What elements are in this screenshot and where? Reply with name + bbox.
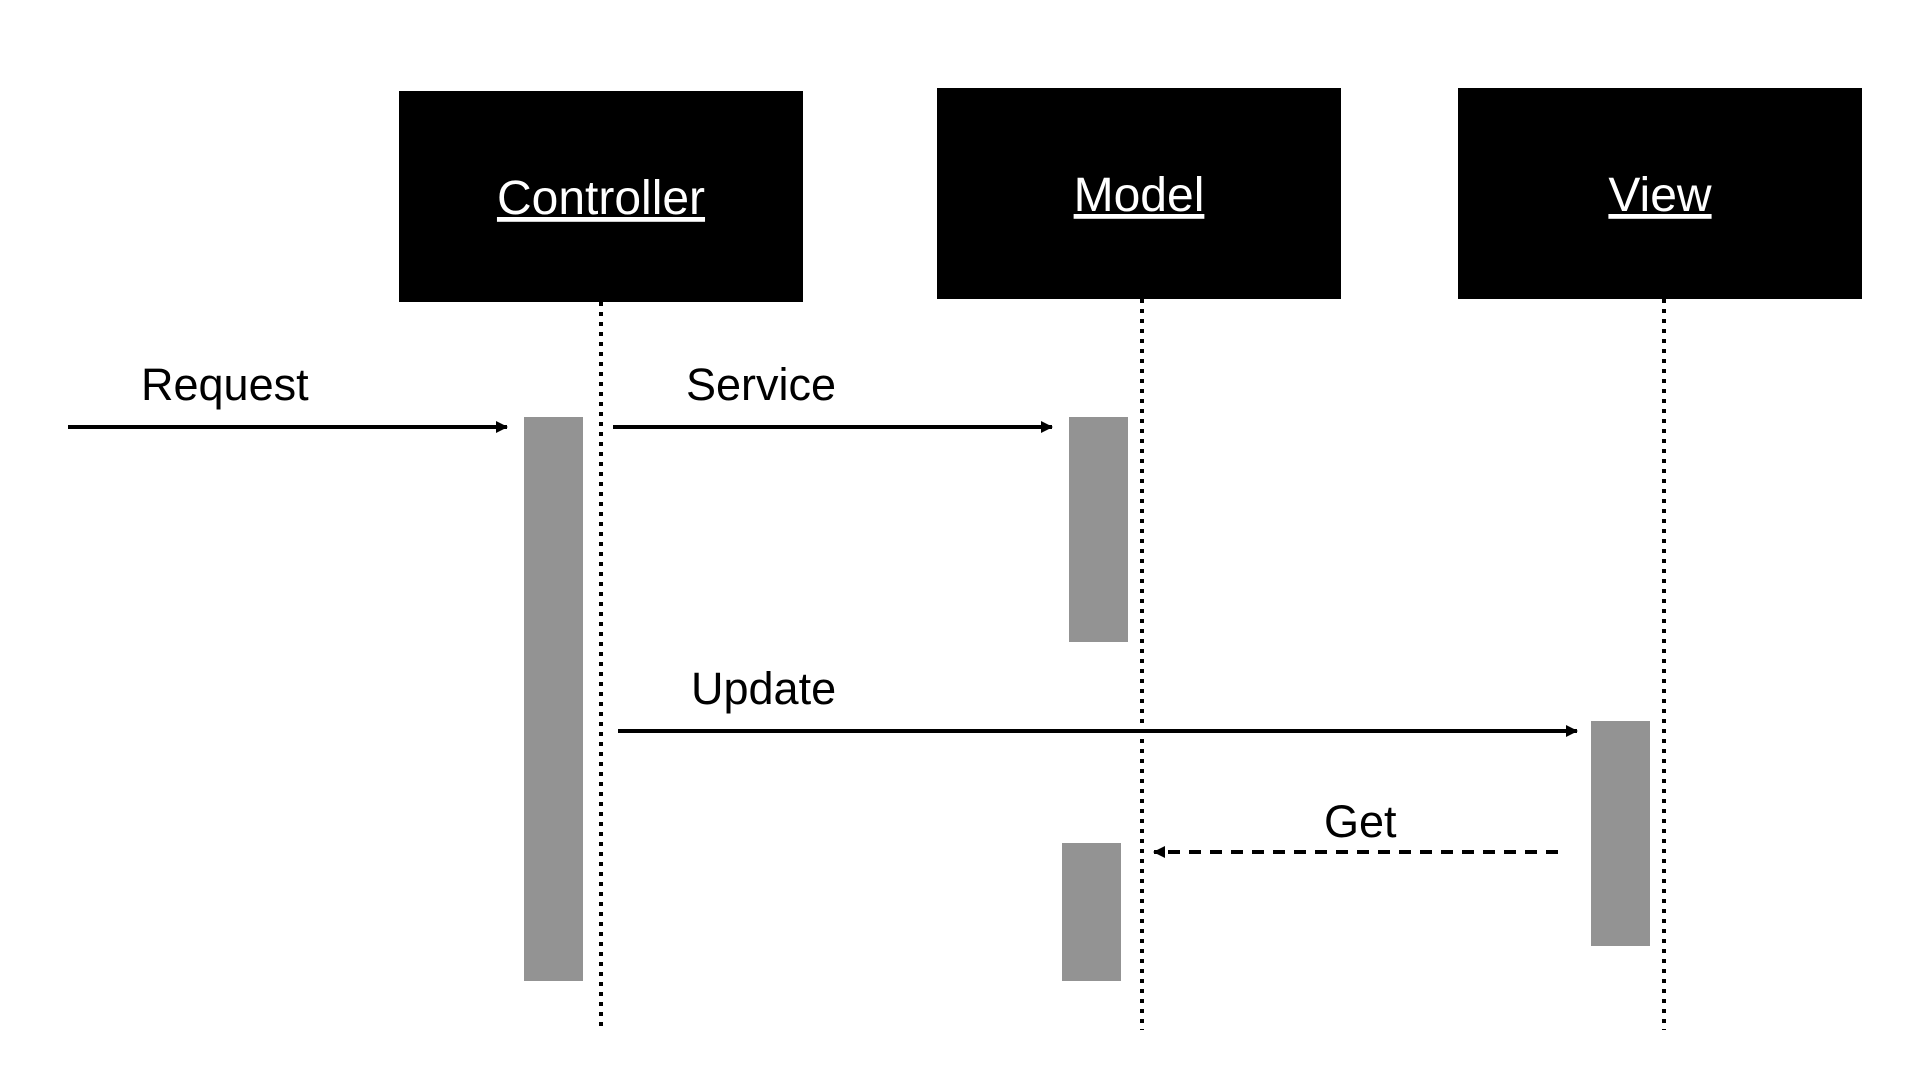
participant-view: View [1458,88,1862,299]
participant-label-controller: Controller [497,172,705,225]
message-get: Get [1153,796,1558,858]
participant-box [1458,88,1862,299]
model-activation-get [1062,843,1121,981]
message-label-request: Request [141,359,309,410]
participant-box [399,91,803,302]
message-label-service: Service [686,359,836,410]
participant-controller: Controller [399,91,803,302]
participant-model: Model [937,88,1341,299]
controller-activation [524,417,583,981]
message-update: Update [618,663,1578,737]
view-activation [1591,721,1650,946]
model-activation-service [1069,417,1128,642]
participant-label-view: View [1608,169,1712,222]
message-label-get: Get [1324,796,1397,847]
participant-box [937,88,1341,299]
message-label-update: Update [691,663,836,714]
message-service: Service [613,359,1053,433]
participant-label-model: Model [1074,169,1205,222]
message-request: Request [68,359,508,433]
